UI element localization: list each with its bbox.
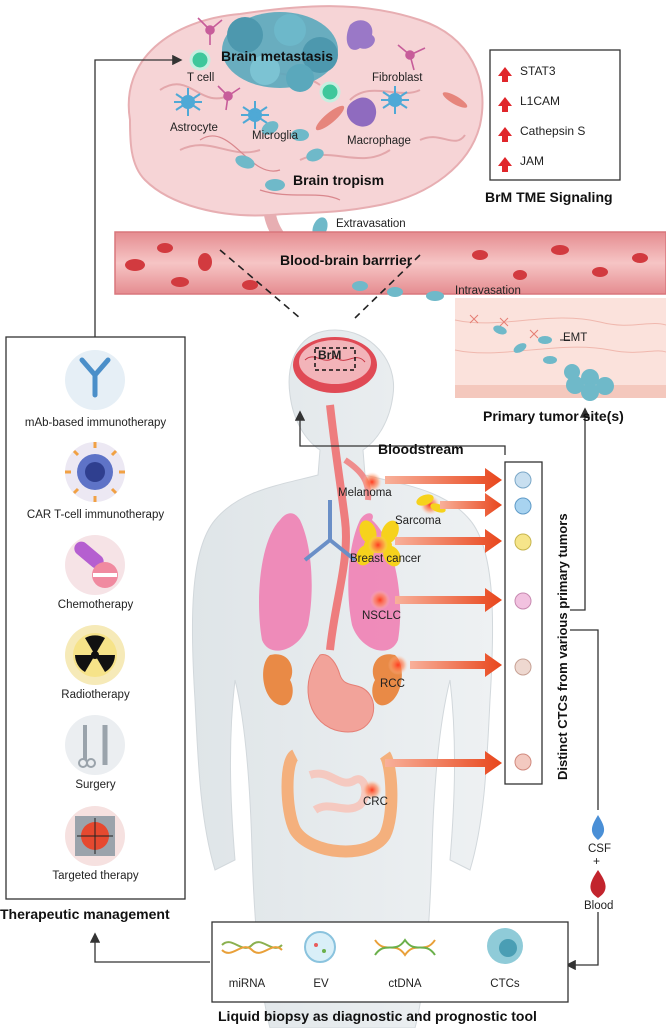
intravasation-label: Intravasation	[455, 285, 521, 297]
astrocyte-icon	[241, 101, 269, 129]
emt-label: EMT	[563, 332, 588, 344]
connectors	[89, 54, 599, 971]
tumor-label-nsclc: NSCLC	[362, 610, 401, 622]
up-arrow-icon	[498, 66, 512, 82]
up-arrow-icon	[498, 126, 512, 142]
signal-item: Cathepsin S	[498, 124, 586, 142]
ctc-arrows	[385, 468, 502, 775]
kidneys	[263, 654, 402, 706]
tumor-label-melanoma: Melanoma	[338, 487, 392, 499]
microglia-label: Microglia	[252, 130, 299, 142]
brm-label: BrM	[318, 348, 342, 362]
ev-icon	[304, 931, 336, 963]
t-cell-icon	[189, 49, 211, 71]
surgical-tools-icon	[65, 715, 125, 775]
therapy-label: Radiotherapy	[61, 689, 130, 701]
t-cell-label: T cell	[187, 72, 215, 84]
brain-illustration	[127, 5, 484, 244]
therapy-label: Surgery	[75, 779, 116, 791]
signal-item: L1CAM	[498, 94, 561, 112]
signal-item: JAM	[498, 154, 544, 172]
car-t-cell-icon	[65, 442, 125, 502]
signal-item: STAT3	[498, 64, 556, 82]
biopsy-title: Liquid biopsy as diagnostic and prognost…	[218, 1008, 537, 1024]
bbb-label: Blood-brain barrrier	[280, 252, 413, 268]
signal-label: Cathepsin S	[520, 124, 586, 138]
therapy-label: CAR T-cell immunotherapy	[26, 509, 165, 521]
tumor-label-sarcoma: Sarcoma	[395, 515, 442, 527]
plus-sign: +	[593, 854, 601, 868]
blood-label: Blood	[584, 900, 614, 912]
brain-metastasis-title: Brain metastasis	[221, 48, 334, 64]
csf-label: CSF	[588, 843, 611, 855]
astrocyte-icon	[381, 86, 409, 114]
bloodstream-label: Bloodstream	[378, 441, 464, 457]
up-arrow-icon	[498, 156, 512, 172]
ctdna-icon	[374, 938, 436, 957]
fibroblast-icon	[442, 92, 468, 108]
biopsy-label: EV	[313, 978, 329, 990]
tumor-label-breast-cancer: Breast cancer	[350, 553, 421, 565]
primary-tumor-title: Primary tumor site(s)	[483, 408, 624, 424]
therapy-panel	[5, 336, 186, 900]
macrophage-icon	[346, 97, 377, 127]
ctc-icon	[487, 928, 523, 964]
signal-label: STAT3	[520, 64, 556, 78]
astrocyte-label: Astrocyte	[170, 122, 218, 134]
primary-tumor-site	[454, 298, 666, 401]
therapy-label: Targeted therapy	[52, 870, 139, 882]
up-arrow-icon	[498, 96, 512, 112]
signal-label: L1CAM	[520, 94, 561, 108]
mirna-icon	[221, 941, 283, 954]
blood-drop-icon	[590, 870, 606, 898]
tumor-label-rcc: RCC	[380, 678, 405, 690]
biopsy-label: miRNA	[228, 978, 266, 990]
extravasation-label: Extravasation	[336, 218, 406, 230]
mini-brain	[293, 337, 377, 393]
tumor-cluster	[222, 12, 338, 92]
macrophage-label: Macrophage	[347, 135, 411, 147]
stomach	[307, 654, 375, 733]
antibody-icon	[65, 350, 125, 410]
therapy-title: Therapeutic management	[0, 906, 170, 922]
tumor-cell-icon	[235, 121, 328, 239]
astrocyte-icon	[174, 88, 202, 116]
fibroblast-label: Fibroblast	[372, 72, 423, 84]
csf-drop-icon	[591, 815, 605, 840]
ctc-panel	[504, 461, 543, 785]
fibroblast-icon	[315, 105, 345, 131]
target-icon	[65, 806, 125, 866]
therapy-label: Chemotherapy	[57, 599, 134, 611]
macrophage-icon	[346, 20, 375, 50]
therapy-label: mAb-based immunotherapy	[24, 417, 167, 429]
signal-label: JAM	[520, 154, 544, 168]
neuron-icon	[197, 17, 426, 111]
signaling-title: BrM TME Signaling	[485, 189, 613, 205]
tumor-glows	[362, 472, 440, 800]
tumor-label-crc: CRC	[363, 796, 388, 808]
brain-tropism-label: Brain tropism	[293, 172, 385, 188]
biopsy-label: CTCs	[490, 978, 520, 990]
t-cell-icon	[319, 81, 341, 103]
radiation-icon	[65, 625, 125, 685]
biopsy-label: ctDNA	[388, 978, 422, 990]
ctc-panel-title: Distinct CTCs from various primary tumor…	[555, 513, 570, 780]
pill-capsule-icon	[65, 535, 125, 595]
